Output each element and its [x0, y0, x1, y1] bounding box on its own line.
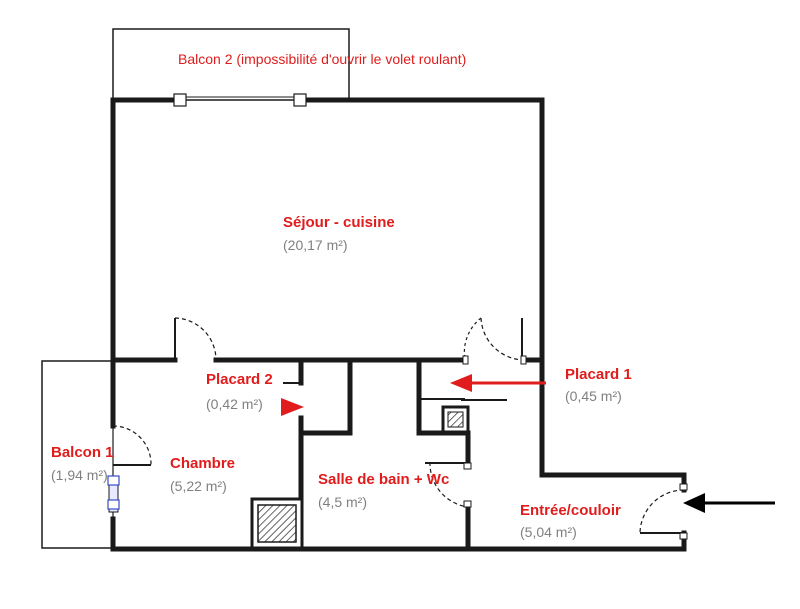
placard-1-area: (0,45 m²) [565, 388, 622, 404]
balcon-2-outline [112, 28, 350, 100]
placard-2-area: (0,42 m²) [206, 396, 263, 412]
chambre-area: (5,22 m²) [170, 478, 227, 494]
entree-area: (5,04 m²) [520, 524, 577, 540]
chambre-name: Chambre [170, 455, 236, 472]
duct-sdb [441, 405, 470, 434]
sdb-name: Salle de bain + Wc [318, 471, 450, 488]
window-balcon-2 [173, 93, 307, 107]
window-balcon-1 [107, 426, 120, 519]
placard-1-name: Placard 1 [565, 366, 632, 383]
balcon-1-name: Balcon 1 [51, 444, 114, 461]
balcon-2-note: Balcon 2 (impossibilité d'ouvrir le vole… [178, 51, 467, 67]
placard-2-name: Placard 2 [206, 371, 273, 388]
door-swings [112, 317, 685, 534]
door-frame-marks [462, 355, 688, 540]
duct-chambre [250, 497, 304, 550]
door-leaves [113, 318, 684, 534]
arrow-entrance [683, 493, 775, 513]
balcon-1-area: (1,94 m²) [51, 467, 108, 483]
sejour-area: (20,17 m²) [283, 237, 348, 253]
arrow-placard-1 [450, 374, 546, 392]
entree-name: Entrée/couloir [520, 502, 621, 519]
arrow-placard-2 [281, 398, 304, 416]
sdb-area: (4,5 m²) [318, 494, 367, 510]
balcon-1-outline [41, 360, 113, 549]
walls [110, 97, 687, 552]
thin-partitions [283, 382, 507, 401]
sejour-name: Séjour - cuisine [283, 214, 395, 231]
